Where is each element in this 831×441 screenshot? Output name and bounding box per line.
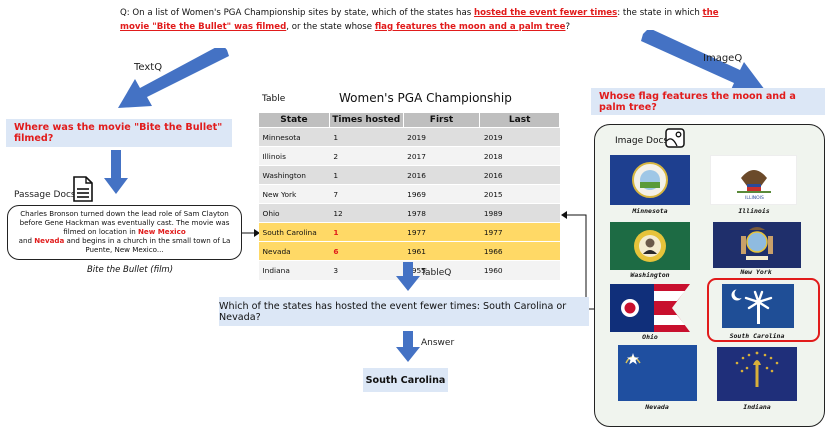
main-question: Q: On a list of Women's PGA Championship…: [120, 8, 719, 32]
image-subquestion: Whose flag features the moon and a palm …: [591, 88, 825, 115]
flag-caption: Ohio: [642, 333, 658, 341]
flag-caption: Washington: [630, 271, 670, 279]
flag-banner-text: ILLINOIS: [745, 195, 764, 201]
table-subquestion: Which of the states has hosted the event…: [219, 297, 589, 326]
flag-illinois: ILLINOIS: [710, 155, 797, 205]
south-carolina-highlight: [707, 278, 820, 342]
question-highlight-2: the movie "Bite the Bullet" was filmed: [120, 8, 719, 32]
passage-nevada: Nevada: [34, 236, 65, 245]
answer-box: South Carolina: [363, 368, 448, 392]
passage-caption: Bite the Bullet (film): [86, 265, 174, 275]
flag-caption: South Carolina: [729, 332, 785, 340]
text-subquestion: Where was the movie "Bite the Bullet" fi…: [6, 119, 232, 147]
new-york-arms-icon: [741, 227, 773, 260]
indiana-torch-icon: [735, 351, 779, 387]
tableq-label: TableQ: [421, 268, 452, 278]
flag-new-york: [713, 222, 801, 268]
flag-washington: [610, 222, 690, 270]
passage-to-table-arrow: [242, 229, 260, 237]
flag-caption: Minnesota: [632, 207, 668, 215]
image-docs-label: Image Docs: [615, 136, 669, 146]
minnesota-seal-icon: [632, 162, 668, 198]
table-header-row: State Times hosted First Last: [258, 112, 560, 128]
flag-nevada: [618, 345, 697, 401]
textq-label: TextQ: [134, 62, 163, 73]
question-highlight-3: flag features the moon and a palm tree: [374, 22, 566, 32]
tableq-arrow: [396, 262, 420, 291]
passage-box: Charles Bronson turned down the lead rol…: [7, 205, 242, 260]
flag-ohio: [610, 284, 690, 332]
flag-south-carolina: [722, 284, 794, 328]
ohio-burgee-icon: [610, 284, 690, 332]
flag-caption: New York: [740, 268, 772, 276]
flag-caption: Indiana: [743, 403, 771, 411]
illinois-eagle-icon: ILLINOIS: [737, 170, 771, 201]
question-highlight-1: hosted the event fewer times: [473, 8, 618, 18]
flag-minnesota: [610, 155, 690, 205]
passage-docs-label: Passage Docs: [14, 190, 76, 200]
textq-arrow: [118, 48, 229, 108]
palmetto-moon-icon: [731, 288, 773, 324]
document-icon: [73, 176, 93, 202]
flag-indiana: [717, 347, 797, 401]
table-header: Last: [479, 112, 560, 128]
answer-label: Answer: [421, 338, 455, 348]
table-title: Women's PGA Championship: [339, 91, 512, 105]
nevada-star-icon: [625, 353, 641, 365]
passage-arrow: [104, 150, 128, 194]
washington-seal-icon: [634, 230, 666, 262]
passage-new-mexico: New Mexico: [137, 227, 186, 236]
table-label: Table: [262, 94, 286, 104]
flag-caption: Illinois: [738, 207, 770, 215]
answer-arrow: [396, 331, 420, 362]
flag-caption: Nevada: [645, 403, 669, 411]
table-header: Times hosted: [328, 112, 404, 128]
table-header: First: [402, 112, 481, 128]
imageq-arrow: [641, 30, 765, 92]
imageq-label: ImageQ: [703, 53, 743, 64]
table-header: State: [258, 112, 330, 128]
image-icon: [665, 128, 685, 148]
